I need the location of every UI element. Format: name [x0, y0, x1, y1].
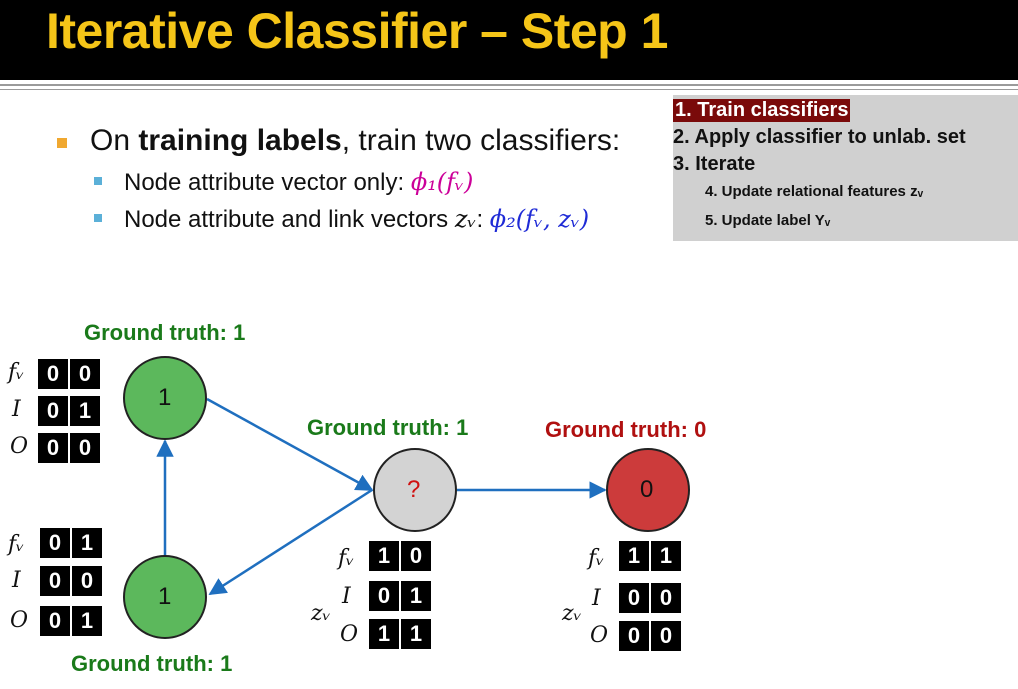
right-fv-vector: 1 1 — [619, 541, 681, 571]
vector-cell: 0 — [651, 621, 681, 651]
vector-cell: 0 — [619, 621, 649, 651]
top-i-label: I — [12, 397, 21, 422]
vector-cell: 0 — [40, 528, 70, 558]
phi1-formula: ϕ₁(fᵥ) — [410, 168, 474, 196]
step-5: 5. Update label Yᵥ — [705, 212, 831, 229]
right-o-label: O — [590, 623, 609, 648]
title-bar: Iterative Classifier – Step 1 — [0, 0, 1018, 80]
main-bullet: On training labels, train two classifier… — [90, 124, 620, 158]
right-i-label: I — [592, 586, 601, 611]
top-o-vector: 0 0 — [38, 433, 100, 463]
edge-top-to-mid — [206, 397, 374, 492]
bottom-fv-label: fᵥ — [8, 532, 25, 557]
sub-bullet-1-text: Node attribute vector only: — [124, 169, 411, 196]
vector-cell: 1 — [369, 541, 399, 571]
zv-symbol: zᵥ — [454, 205, 477, 233]
edge-mid-to-bottom — [208, 488, 373, 596]
bottom-o-vector: 0 1 — [40, 606, 102, 636]
mid-zv-label: zᵥ — [311, 601, 331, 626]
vector-cell: 1 — [401, 619, 431, 649]
vector-cell: 0 — [40, 606, 70, 636]
mid-o-vector: 1 1 — [369, 619, 431, 649]
right-o-vector: 0 0 — [619, 621, 681, 651]
sub-bullet-2-text: Node attribute and link vectors — [124, 206, 455, 233]
vector-cell: 1 — [401, 581, 431, 611]
top-o-label: O — [10, 434, 29, 459]
title-rule-thin — [0, 89, 1018, 90]
bottom-i-label: I — [12, 568, 21, 593]
vector-cell: 1 — [619, 541, 649, 571]
vector-cell: 1 — [72, 606, 102, 636]
bottom-fv-vector: 0 1 — [40, 528, 102, 558]
top-fv-vector: 0 0 — [38, 359, 100, 389]
node-bottom — [123, 555, 207, 639]
vector-cell: 1 — [70, 396, 100, 426]
vector-cell: 0 — [38, 396, 68, 426]
mid-i-vector: 0 1 — [369, 581, 431, 611]
slide-title: Iterative Classifier – Step 1 — [46, 3, 668, 59]
node-top-label: 1 — [158, 384, 172, 411]
step-2: 2. Apply classifier to unlab. set — [673, 126, 966, 148]
step-3: 3. Iterate — [673, 153, 756, 175]
bullet-marker — [57, 138, 67, 148]
sub-bullet-2: Node attribute and link vectors zᵥ: ϕ₂(f… — [124, 205, 589, 234]
vector-cell: 0 — [70, 359, 100, 389]
title-rule — [0, 84, 1018, 86]
ground-truth-top: Ground truth: 1 — [84, 320, 246, 345]
vector-cell: 0 — [70, 433, 100, 463]
vector-cell: 0 — [369, 581, 399, 611]
vector-cell: 0 — [38, 359, 68, 389]
bottom-o-label: O — [10, 608, 29, 633]
node-right-label: 0 — [640, 476, 654, 503]
main-bullet-bold: training labels — [138, 124, 342, 157]
sub-bullet-marker-1 — [94, 177, 102, 185]
step-1-highlight: 1. Train classifiers — [673, 99, 851, 122]
ground-truth-right: Ground truth: 0 — [545, 417, 707, 442]
sub-bullet-marker-2 — [94, 214, 102, 222]
mid-i-label: I — [342, 584, 351, 609]
vector-cell: 0 — [401, 541, 431, 571]
sub-bullet-2-colon: : — [476, 206, 490, 233]
main-bullet-prefix: On — [90, 124, 139, 157]
top-i-vector: 0 1 — [38, 396, 100, 426]
vector-cell: 1 — [651, 541, 681, 571]
vector-cell: 0 — [38, 433, 68, 463]
node-right — [606, 448, 690, 532]
step-4: 4. Update relational features zᵥ — [705, 183, 924, 200]
mid-fv-vector: 1 0 — [369, 541, 431, 571]
vector-cell: 0 — [619, 583, 649, 613]
mid-fv-label: fᵥ — [338, 546, 355, 571]
right-i-vector: 0 0 — [619, 583, 681, 613]
node-bottom-label: 1 — [158, 583, 172, 610]
bottom-i-vector: 0 0 — [40, 566, 102, 596]
vector-cell: 1 — [369, 619, 399, 649]
node-mid-label: ? — [407, 476, 421, 503]
vector-cell: 1 — [72, 528, 102, 558]
phi2-formula: ϕ₂(fᵥ, zᵥ) — [489, 205, 590, 233]
node-top — [123, 356, 207, 440]
vector-cell: 0 — [72, 566, 102, 596]
ground-truth-bottom: Ground truth: 1 — [71, 651, 233, 676]
vector-cell: 0 — [40, 566, 70, 596]
top-fv-label: fᵥ — [8, 360, 25, 385]
main-bullet-suffix: , train two classifiers: — [341, 124, 621, 157]
right-fv-label: fᵥ — [588, 546, 605, 571]
mid-o-label: O — [340, 622, 359, 647]
node-mid — [373, 448, 457, 532]
sub-bullet-1: Node attribute vector only: ϕ₁(fᵥ) — [124, 168, 473, 197]
vector-cell: 0 — [651, 583, 681, 613]
right-zv-label: zᵥ — [562, 601, 582, 626]
ground-truth-mid: Ground truth: 1 — [307, 415, 469, 440]
